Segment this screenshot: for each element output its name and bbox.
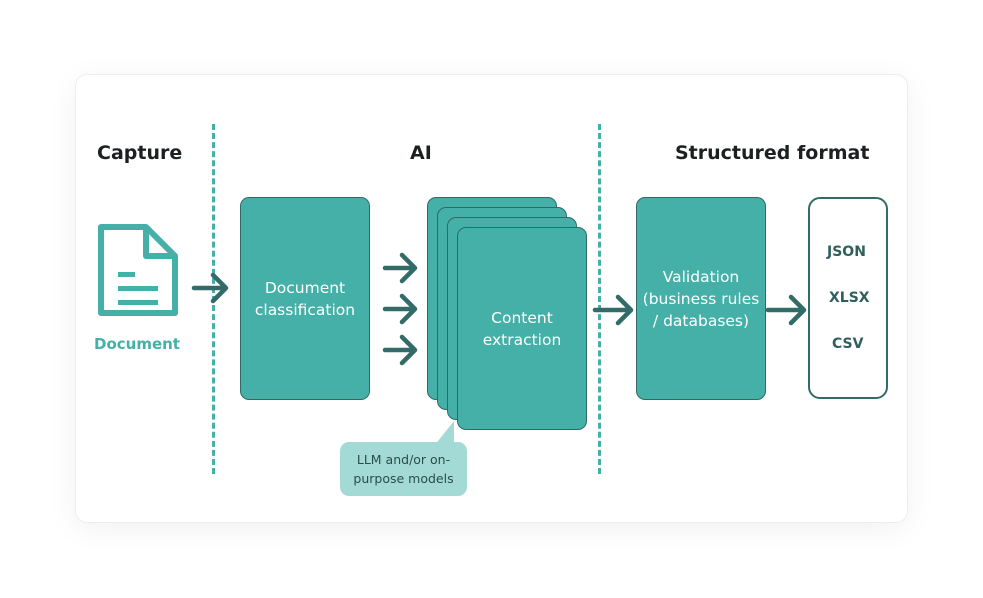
heading-capture: Capture — [97, 142, 183, 164]
model-note-bubble: LLM and/or on- purpose models — [340, 442, 467, 496]
format-xlsx: XLSX — [829, 290, 870, 306]
bubble-tail — [434, 421, 454, 446]
classification-line-1: Document — [264, 278, 346, 297]
bubble-line-2: purpose models — [353, 471, 454, 486]
extraction-line-2: extraction — [482, 330, 562, 349]
arrow-right-icon — [592, 294, 634, 326]
validation-box: Validation (business rules / databases) — [636, 197, 766, 400]
content-extraction-box: Content extraction — [457, 227, 587, 430]
arrow-right-icon — [191, 272, 229, 304]
validation-line-2: (business rules — [642, 289, 760, 308]
validation-line-3: / databases) — [652, 311, 750, 330]
format-json: JSON — [827, 244, 866, 260]
arrow-right-icon — [382, 293, 418, 325]
document-icon — [98, 224, 178, 316]
arrow-right-icon — [765, 294, 807, 326]
document-label: Document — [94, 335, 180, 353]
separator-ai-structured — [598, 124, 601, 474]
document-classification-box: Document classification — [240, 197, 370, 400]
classification-line-2: classification — [254, 300, 356, 319]
output-formats-box — [808, 197, 888, 399]
extraction-line-1: Content — [491, 308, 553, 327]
arrow-right-icon — [382, 252, 418, 284]
arrow-right-icon — [382, 334, 418, 366]
format-csv: CSV — [832, 336, 864, 352]
bubble-line-1: LLM and/or on- — [356, 452, 451, 467]
heading-structured-format: Structured format — [675, 142, 870, 164]
validation-line-1: Validation — [662, 267, 740, 286]
heading-ai: AI — [410, 142, 432, 164]
